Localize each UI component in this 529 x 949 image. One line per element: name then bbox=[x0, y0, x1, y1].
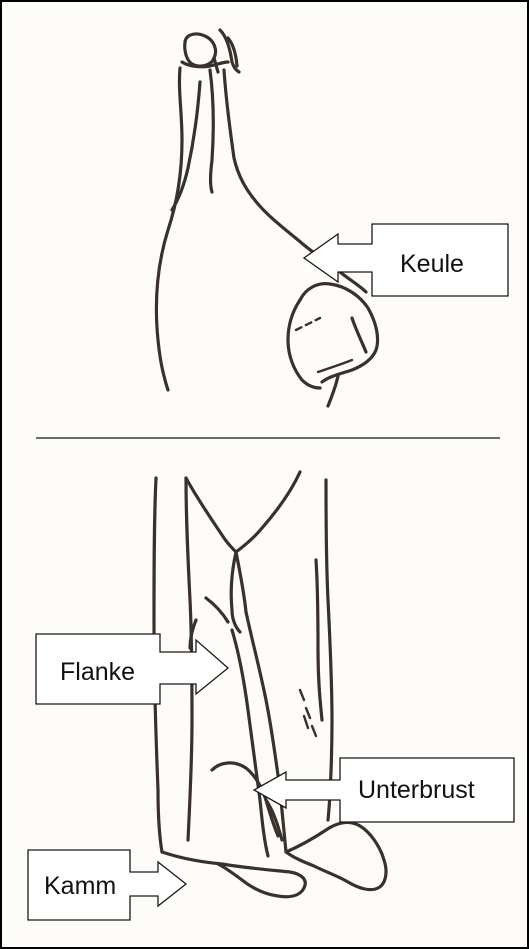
unterbrust-callout: Unterbrust bbox=[254, 758, 514, 822]
kamm-callout: Kamm bbox=[28, 850, 186, 920]
flanke-callout: Flanke bbox=[36, 634, 228, 704]
flanke-label: Flanke bbox=[60, 658, 135, 686]
keule-label: Keule bbox=[400, 250, 464, 278]
kamm-label: Kamm bbox=[44, 872, 116, 900]
unterbrust-label: Unterbrust bbox=[358, 776, 475, 804]
leg-sketch bbox=[156, 30, 377, 406]
